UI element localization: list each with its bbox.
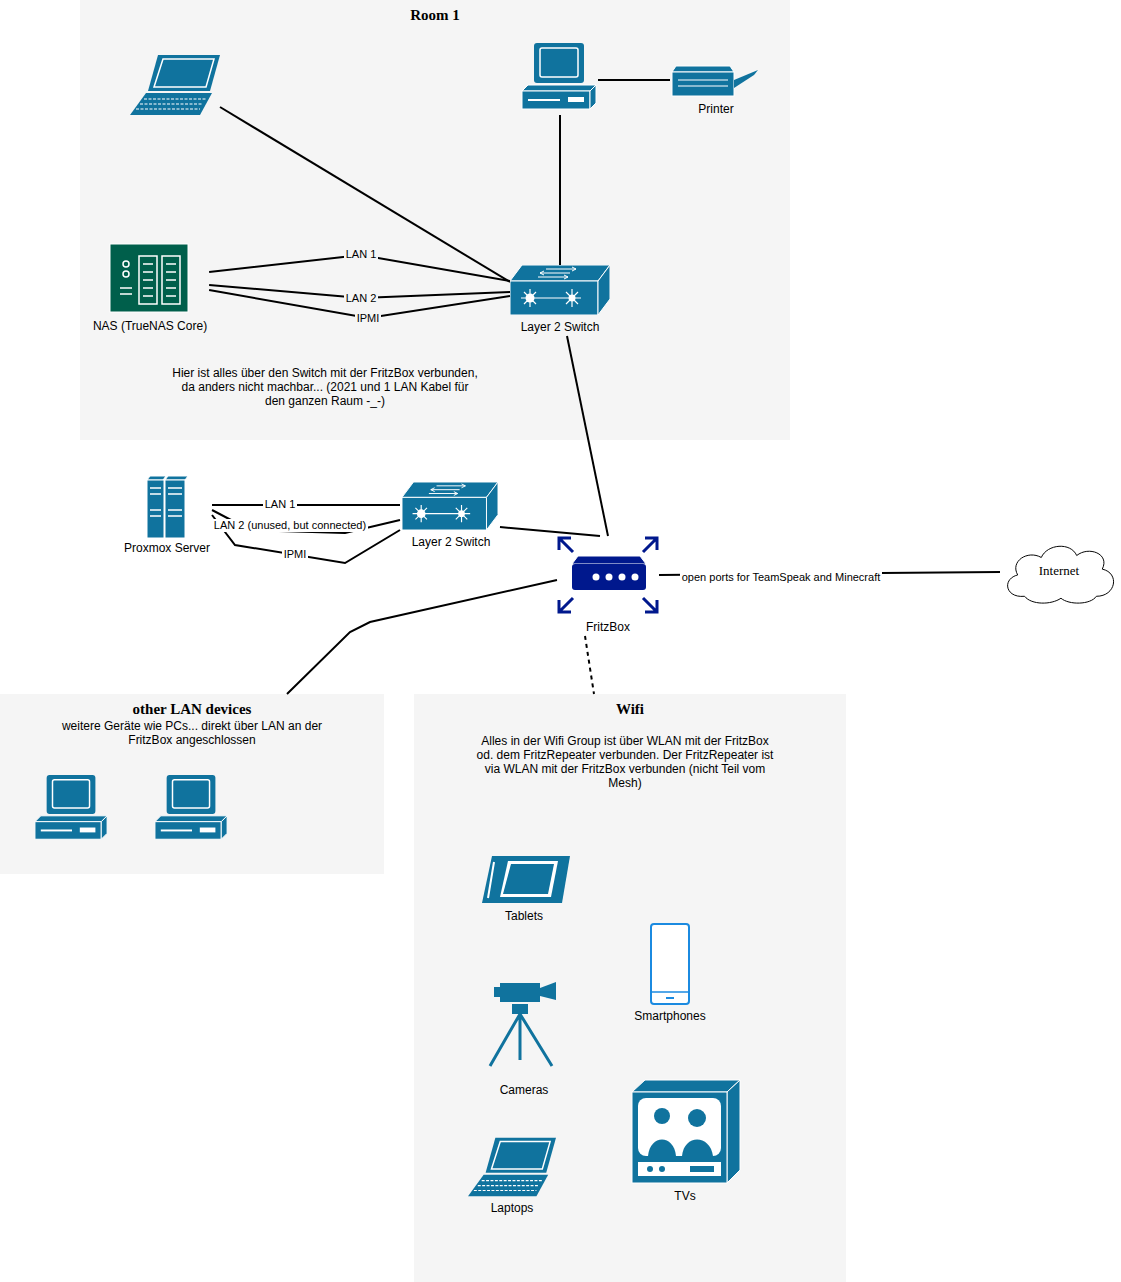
edge-label: LAN 2 [344,292,379,305]
room-group: Room 1 Hier ist alles über den Switch mit… [80,0,790,440]
connector [212,515,400,563]
connector [585,636,594,694]
nas-icon [110,244,188,312]
phone-icon [651,924,689,1004]
device-label: Layer 2 Switch [412,535,491,549]
pc-icon [35,775,107,839]
edge-label: LAN 1 [344,248,379,261]
cloud-outline [1008,546,1114,603]
edge-label: LAN 1 [263,498,298,511]
phone-node: Smartphones [632,923,707,1025]
group-title: Room 1 [410,7,460,24]
pc-icon [155,775,227,839]
edge-label: open ports for TeamSpeak and Minecraft [680,571,883,584]
device-label: Cameras [500,1083,549,1097]
device-label: TVs [674,1189,695,1203]
tv-icon [632,1080,740,1183]
laptop-node: Laptops [468,1137,556,1217]
nas-node: NAS (TrueNAS Core) [91,244,209,335]
group-note: weitere Geräte wie PCs... direkt über LA… [57,719,327,747]
switch-node: Layer 2 Switch [510,265,610,336]
cloud-label: Internet [1039,563,1079,578]
tablet-node: Tablets [480,855,570,925]
lan-group: other LAN devicesweitere Geräte wie PCs.… [0,694,384,874]
device-label: Smartphones [634,1009,705,1023]
device-label: Tablets [505,909,543,923]
switch-icon [402,482,498,530]
printer-icon [672,66,758,96]
switch-icon [510,265,610,315]
server-node: Proxmox Server [122,476,212,557]
device-label: Printer [698,102,733,116]
edge-label: IPMI [282,548,309,561]
wifi-group: WifiAlles in der Wifi Group ist über WLA… [414,694,846,1282]
edge-label: LAN 2 (unused, but connected) [212,519,368,532]
room-band [80,0,790,440]
laptop-icon [130,55,220,115]
lan-band [0,694,384,874]
connector [212,510,400,533]
connector [212,504,400,506]
group-note: Hier ist alles über den Switch mit der F… [170,366,480,408]
router-body [572,556,646,590]
tablet-icon [482,856,570,903]
device-label: Proxmox Server [124,541,210,555]
edge-label: IPMI [355,312,382,325]
connector [287,580,557,694]
pc-icon [522,43,596,109]
camera-node: Cameras [488,978,558,1099]
tv-node: TVs [630,1078,740,1205]
camera-icon [490,982,556,1066]
printer-node: Printer [670,63,760,118]
laptop-icon [468,1138,556,1197]
switch-node: Layer 2 Switch [400,482,500,551]
internet-cloud: Internet [1000,540,1118,606]
group-title: Wifi [616,701,644,718]
device-label: Laptops [491,1201,534,1215]
device-label: FritzBox [586,620,630,634]
device-label: NAS (TrueNAS Core) [93,319,207,333]
connector [567,336,608,536]
device-label: Layer 2 Switch [521,320,600,334]
group-title: other LAN devices [133,701,252,718]
router-icon [559,538,657,612]
router-node: FritzBox [557,536,659,636]
server-icon [147,476,188,538]
group-note: Alles in der Wifi Group ist über WLAN mi… [475,734,775,790]
connector [500,527,600,536]
plain-wires [220,80,670,282]
wifi-band [414,694,846,1282]
